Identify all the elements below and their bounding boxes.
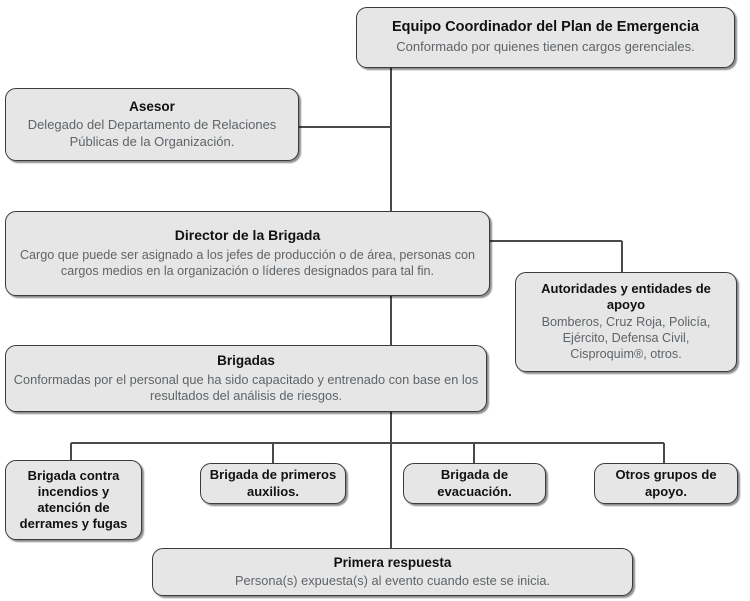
node-brigada-evacuacion[interactable]: Brigada de evacuación. xyxy=(403,463,546,504)
node-title: Asesor xyxy=(129,98,175,114)
node-equipo-coordinador[interactable]: Equipo Coordinador del Plan de Emergenci… xyxy=(356,7,735,68)
node-otros-grupos-apoyo[interactable]: Otros grupos de apoyo. xyxy=(594,463,738,504)
node-title: Equipo Coordinador del Plan de Emergenci… xyxy=(392,19,699,36)
node-description: Persona(s) expuesta(s) al evento cuando … xyxy=(234,572,551,588)
node-description: Cargo que puede ser asignado a los jefes… xyxy=(19,247,476,278)
node-title: Autoridades y entidades de apoyo xyxy=(541,281,711,313)
node-title: Otros grupos de apoyo. xyxy=(615,467,717,499)
node-title: Brigada de evacuación. xyxy=(437,467,512,499)
node-autoridades-entidades-apoyo[interactable]: Autoridades y entidades de apoyo Bombero… xyxy=(515,272,737,372)
node-brigadas[interactable]: Brigadas Conformadas por el personal que… xyxy=(5,345,487,412)
node-primera-respuesta[interactable]: Primera respuesta Persona(s) expuesta(s)… xyxy=(152,548,633,596)
node-description: Conformadas por el personal que ha sido … xyxy=(13,371,479,403)
node-director-brigada[interactable]: Director de la Brigada Cargo que puede s… xyxy=(5,211,490,296)
node-description: Delegado del Departamento de Relaciones … xyxy=(27,117,277,149)
node-title: Brigada contra incendios y atención de d… xyxy=(19,467,128,532)
node-title: Brigada de primeros auxilios. xyxy=(209,467,337,499)
node-description: Bomberos, Cruz Roja, Policía, Ejército, … xyxy=(541,315,711,362)
node-description: Conformado por quienes tienen cargos ger… xyxy=(396,39,695,55)
node-title: Brigadas xyxy=(217,353,275,369)
node-brigada-primeros-auxilios[interactable]: Brigada de primeros auxilios. xyxy=(200,463,346,504)
node-title: Director de la Brigada xyxy=(174,227,321,244)
node-brigada-incendios[interactable]: Brigada contra incendios y atención de d… xyxy=(5,460,142,540)
node-asesor[interactable]: Asesor Delegado del Departamento de Rela… xyxy=(5,88,299,161)
node-title: Primera respuesta xyxy=(333,555,452,571)
